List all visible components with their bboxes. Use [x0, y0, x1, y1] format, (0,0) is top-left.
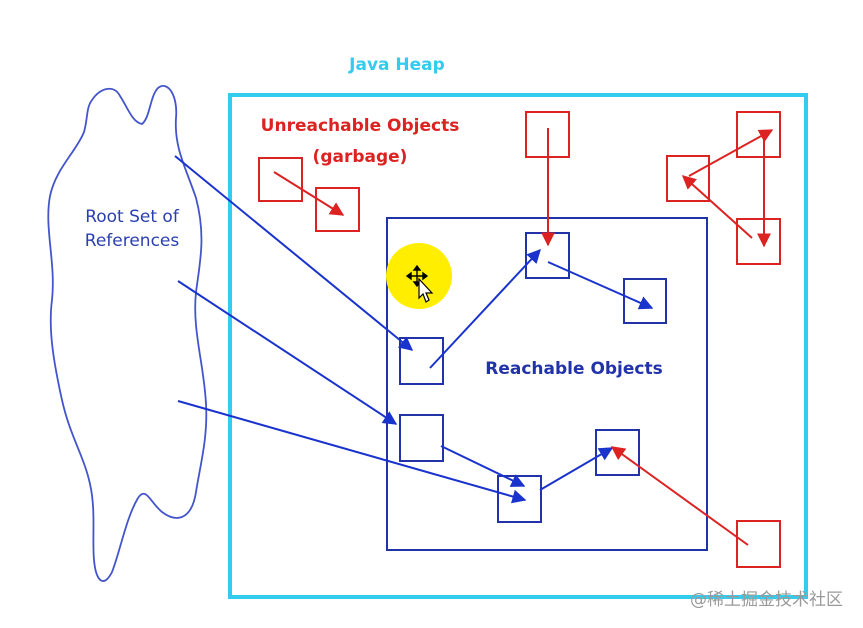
- java-heap-border: [228, 93, 808, 599]
- cursor-highlight: [386, 243, 452, 309]
- garbage-arrow: [610, 446, 749, 546]
- garbage-object: [736, 111, 781, 158]
- garbage-object: [315, 187, 360, 232]
- reachable-object: [623, 278, 667, 324]
- watermark: @稀土掘金技术社区: [690, 590, 843, 610]
- garbage-arrow: [688, 129, 774, 177]
- unreachable-label-line2: (garbage): [313, 147, 408, 167]
- garbage-arrow: [681, 175, 753, 239]
- root-set-outline: [47, 85, 208, 582]
- garbage-object: [666, 155, 710, 202]
- garbage-object: [736, 218, 781, 265]
- pointer-icon: [418, 277, 434, 303]
- root-set-label-line2: References: [85, 231, 180, 251]
- reachable-object: [399, 414, 444, 462]
- root-set-label-line1: Root Set of: [85, 207, 180, 227]
- heap-title: Java Heap: [348, 55, 445, 75]
- move-cursor-icon: [405, 264, 429, 288]
- reference-arrow: [539, 447, 614, 491]
- reference-arrow: [547, 261, 654, 310]
- garbage-arrow: [273, 171, 345, 216]
- reachable-object: [595, 429, 640, 476]
- reference-arrow: [440, 445, 526, 487]
- garbage-object: [258, 157, 303, 202]
- unreachable-label-line1: Unreachable Objects: [261, 116, 460, 136]
- garbage-object: [736, 520, 781, 568]
- reference-arrow: [177, 400, 527, 504]
- reachable-object: [399, 337, 444, 385]
- reference-arrow: [429, 248, 541, 369]
- reference-arrow: [174, 155, 414, 351]
- reachable-label: Reachable Objects: [485, 359, 663, 379]
- reference-arrow: [177, 280, 398, 425]
